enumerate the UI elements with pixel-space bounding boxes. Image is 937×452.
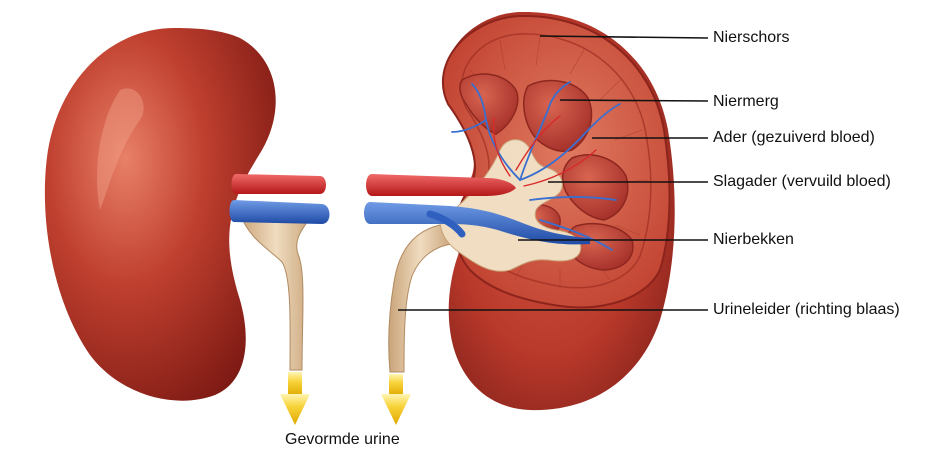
right-urine-arrow [381, 374, 411, 425]
left-kidney [45, 28, 330, 425]
left-ureter [240, 214, 312, 370]
right-ureter [389, 225, 452, 372]
left-vein [230, 200, 330, 224]
label-urineleider: Urineleider (richting blaas) [713, 302, 900, 318]
right-kidney [364, 12, 675, 425]
label-ader: Ader (gezuiverd bloed) [713, 130, 875, 146]
label-niermerg: Niermerg [713, 94, 779, 110]
label-gevormde-urine: Gevormde urine [285, 432, 400, 448]
left-urine-arrow [280, 372, 310, 425]
label-slagader: Slagader (vervuild bloed) [713, 174, 891, 190]
leader-line-niermerg [560, 100, 708, 101]
label-nierbekken: Nierbekken [713, 232, 794, 248]
left-artery [232, 174, 327, 194]
label-nierschors: Nierschors [713, 30, 789, 46]
